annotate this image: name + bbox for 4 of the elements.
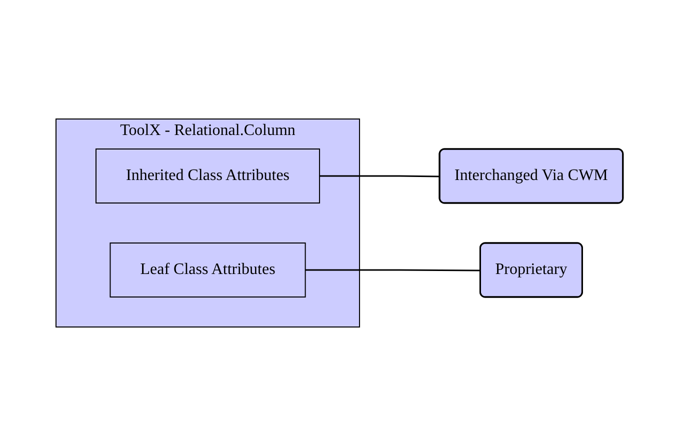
connector <box>320 175 440 178</box>
node-box: Leaf Class Attributes <box>110 242 306 298</box>
node-box: Inherited Class Attributes <box>96 148 320 204</box>
connector <box>305 269 481 272</box>
